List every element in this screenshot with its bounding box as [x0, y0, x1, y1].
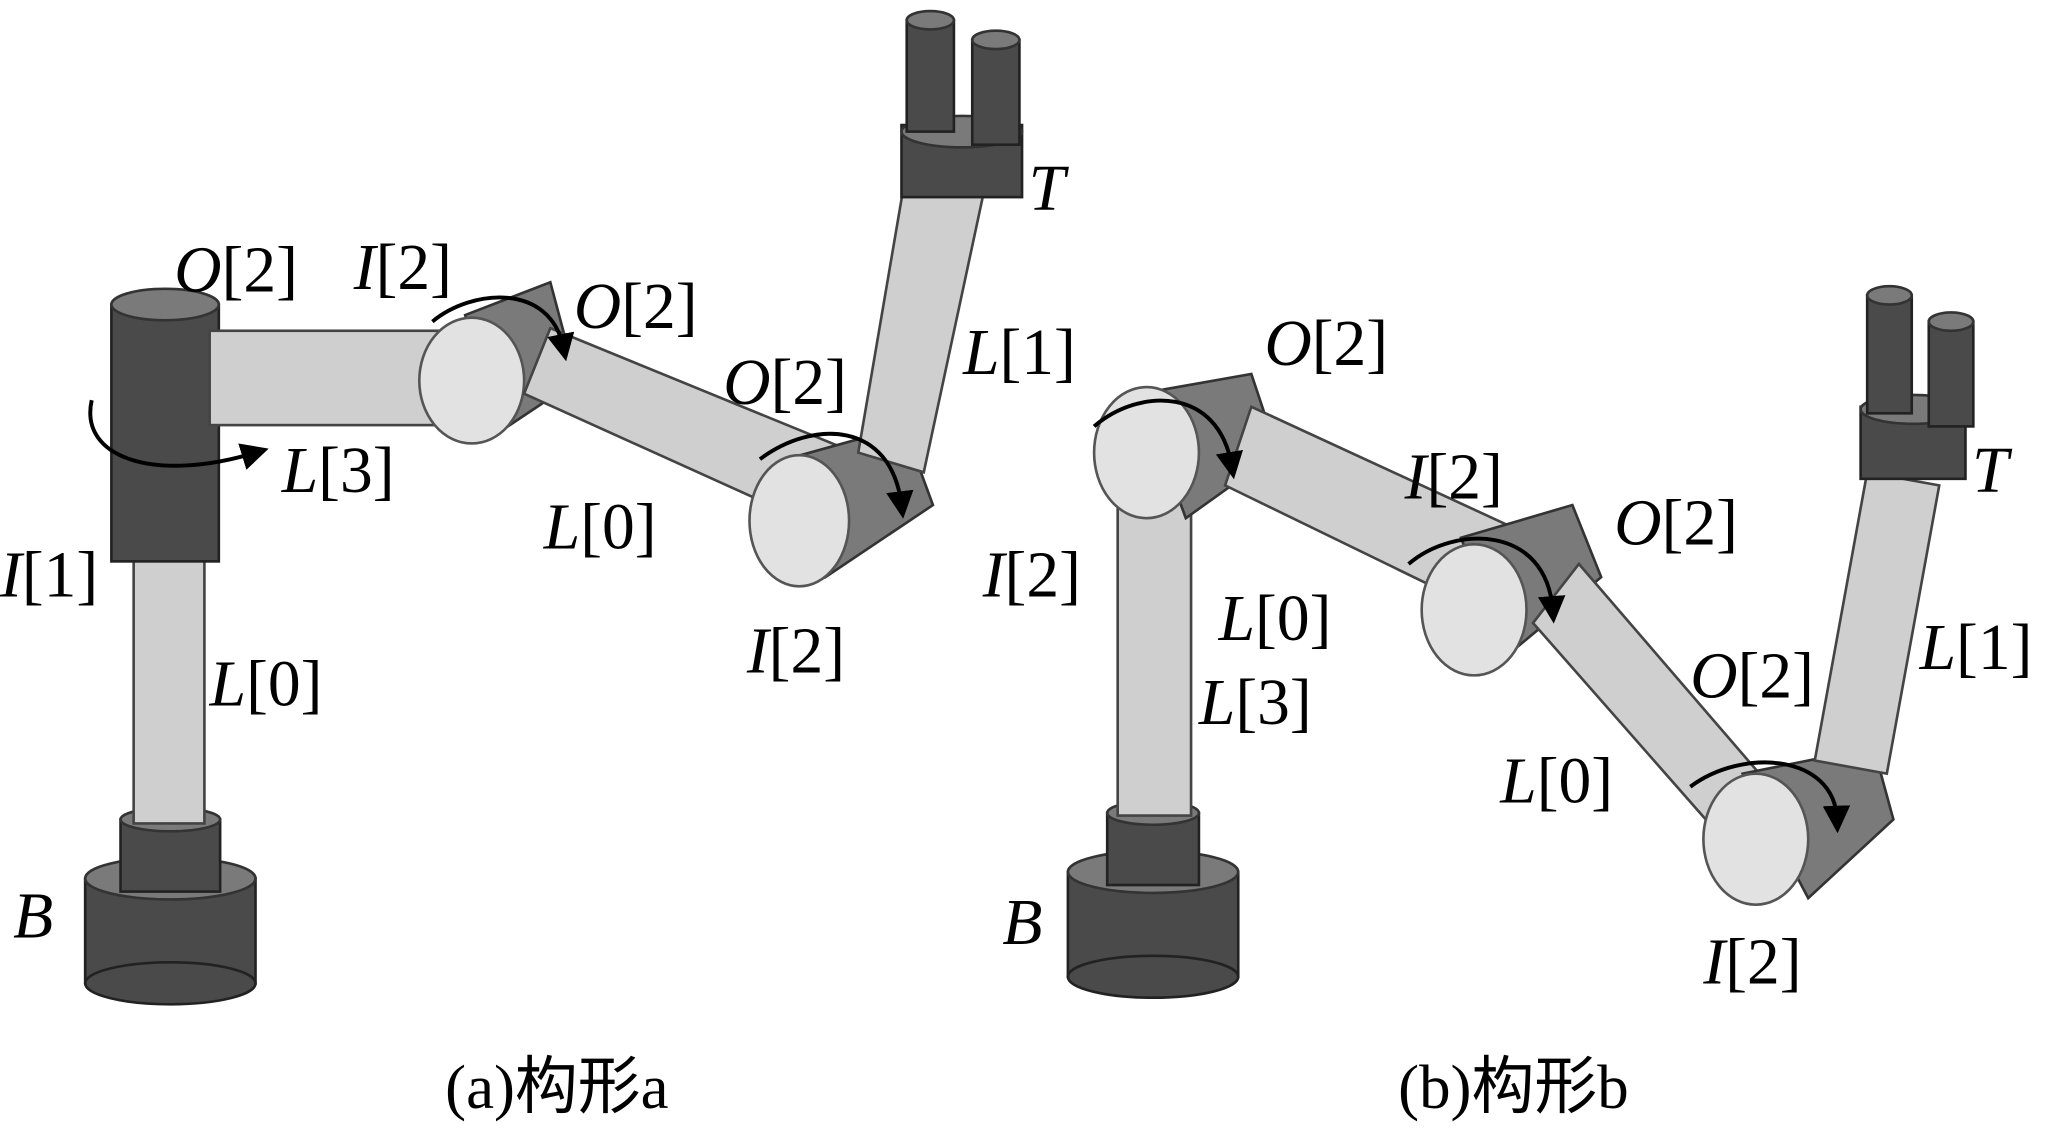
- robot-a: [83, 9, 1024, 1006]
- label-I2: I[2]: [982, 540, 1081, 612]
- label-O2: O[2]: [723, 347, 847, 419]
- robot-a-base: [83, 806, 257, 1006]
- label-I2: I[2]: [746, 616, 845, 688]
- robot-b-tool: [1859, 284, 1975, 481]
- label-L0: L[0]: [1499, 745, 1613, 817]
- label-O2: O[2]: [1614, 487, 1738, 559]
- robot-a-column: [132, 549, 206, 825]
- label-T: T: [1029, 153, 1070, 225]
- label-I2: I[2]: [1404, 441, 1503, 513]
- label-L0: L[0]: [543, 491, 657, 563]
- label-T: T: [1972, 435, 2013, 507]
- label-L3: L[3]: [1198, 667, 1312, 739]
- rotation-arrow-icon: [1689, 760, 1851, 834]
- robot-b: [1066, 284, 1975, 1000]
- rotation-arrow-icon: [758, 431, 914, 519]
- robot-b-base: [1066, 799, 1240, 1000]
- robot-a-link-horizontal: [208, 329, 447, 427]
- robot-b-joint-1: [1092, 372, 1280, 521]
- robot-b-link-upper: [1813, 470, 1941, 776]
- robot-a-shoulder: [110, 287, 221, 563]
- caption-a: (a)构形a: [445, 1052, 669, 1122]
- robot-b-joint-3: [1702, 745, 1895, 906]
- labels-b: O[2] I[2] O[2] T L[1] I[2] L[0] L[3] L[0…: [982, 308, 2033, 998]
- label-L1: L[1]: [1919, 612, 2033, 684]
- label-O2: O[2]: [574, 271, 698, 343]
- rotation-arrow-icon: [1092, 398, 1243, 480]
- rotation-arrow-icon: [88, 399, 269, 470]
- caption-b: (b)构形b: [1398, 1052, 1629, 1122]
- label-O2: O[2]: [1264, 308, 1388, 380]
- label-L3: L[3]: [281, 435, 395, 507]
- label-I2: I[2]: [1702, 926, 1801, 998]
- labels-a: O[2] I[2] O[2] O[2] T L[1] L[3] L[0] I[1…: [0, 153, 1076, 952]
- robot-a-tool: [900, 9, 1024, 199]
- label-O2: O[2]: [1690, 641, 1814, 713]
- label-B: B: [1002, 887, 1042, 959]
- robot-a-joint-1: [417, 280, 579, 445]
- robot-b-column: [1116, 497, 1193, 817]
- label-B: B: [13, 880, 53, 952]
- label-I2: I[2]: [353, 232, 452, 304]
- label-I1: I[1]: [0, 540, 98, 612]
- label-L0: L[0]: [1218, 583, 1332, 655]
- label-L0: L[0]: [209, 649, 323, 721]
- label-O2: O[2]: [174, 234, 298, 306]
- label-L1: L[1]: [962, 317, 1076, 389]
- rotation-arrow-icon: [431, 295, 575, 362]
- robot-b-joint-2: [1420, 503, 1603, 677]
- rotation-arrow-icon: [1407, 536, 1566, 624]
